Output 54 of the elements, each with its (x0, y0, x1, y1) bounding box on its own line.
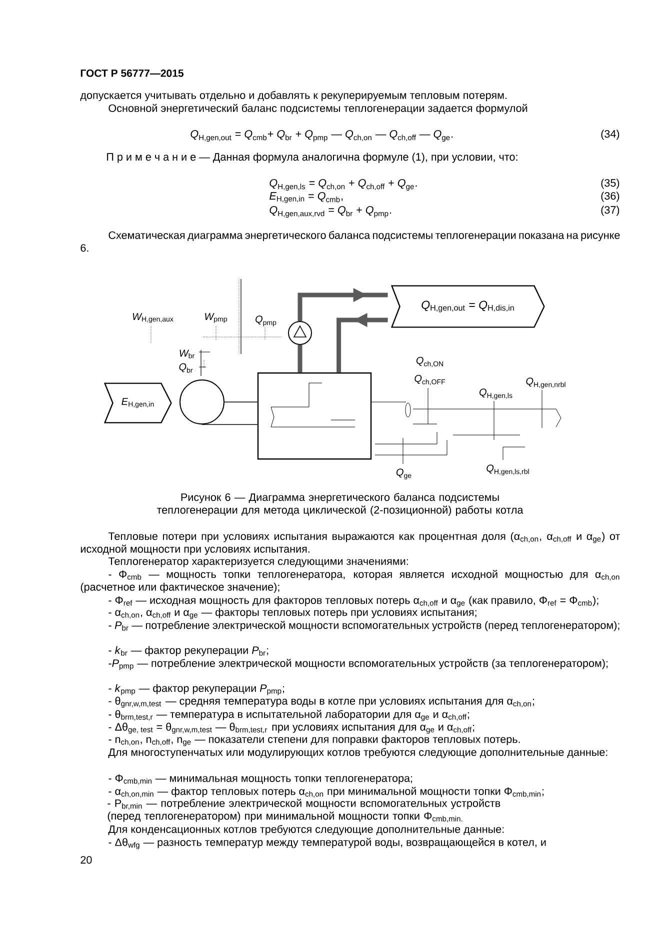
symbol-label: $\textit{Q}_{\text{H,gen,ls}}$ (480, 388, 512, 400)
symbol-label: $\textit{W}_{\text{br}}$ (180, 350, 194, 358)
paragraph: - Δθ$_{wfg}$ — разность температур между температурой воды, возвращающейся в котел, и (108, 838, 546, 850)
paragraph: - Φ$_{cmb,min}$ — минимальная мощность топки теплогенератора; (108, 774, 412, 785)
equation-number: (37) (601, 206, 620, 216)
paragraph: допускается учитывать отдельно и добавлять к рекуперируемым тепловым потерям. (80, 90, 506, 102)
burner-circle (180, 380, 224, 424)
paragraph: Для многоступенчатых или модулирующих котлов требуются следующие дополнительные данные: (108, 748, 608, 758)
paragraph: - α$_{ch,on}$, α$_{ch,off}$ и α$_{ge}$ — факторы тепловых потерь при условиях испытания; (108, 608, 476, 620)
page-header: ГОСТ Р 56777—2015 (80, 69, 184, 77)
pump-symbol (288, 321, 312, 345)
paragraph: Тепловые потери при условиях испытания выражаются как процентная доля (α$_{ch,on}$, α$_{ch,off}$ и α$_{ge}$) от исходной мощности при условиях испытания. (80, 532, 620, 555)
equation-number: (35) (601, 178, 620, 189)
connecting-line (202, 402, 258, 425)
symbol-label: $\textit{W}_{\text{pmp}}$ (205, 313, 227, 323)
symbol-label: $\textit{Q}_{\text{br}}$ (179, 363, 193, 373)
equation-number: (34) (601, 130, 620, 140)
arrow-box: Q$_{H,gen,out}$ = Q$_{H,dis,in}$ (390, 285, 545, 328)
paragraph: - k$_{br}$ — фактор рекуперации P$_{br}$; (108, 646, 268, 656)
paragraph: -P$_{pmp}$ — потребление электрической мощности вспомогательных устройств (за теплогенератором); (108, 658, 608, 670)
formula: $\text{- Δθ}_{\text{ge, test}}\text{ = θ}_{\text{gnr,w,m,test}}\text{ — θ}_{\text{brm,test,r}}$ (108, 722, 268, 734)
paragraph: - n$_{ch,on}$, n$_{ch,off}$, n$_{ge}$ — показатели степени для поправки факторов тепловых потерь. (108, 735, 520, 746)
paragraph: Для конденсационных котлов требуются следующие дополнительные данные: (108, 824, 504, 836)
paragraph: - Φ$_{ref}$ — исходная мощность для факторов тепловых потерь α$_{ch,off}$ и α$_{ge}$ (как правило, Φ$_{ref}$ = Φ$_{cmb}$); (108, 596, 598, 608)
paragraph: - k$_{pmp}$ — фактор рекуперации P$_{pmp}$; (108, 684, 284, 696)
paragraph: — средняя температура воды в котле при условиях испытания для α$_{ch,on}$; (166, 698, 534, 708)
symbol-label: $\textit{Q}_{\text{ch,ON}}$ (416, 356, 443, 368)
formula: $\textit{Q}_{\text{H,gen,aux,rvd}}\text{ = }\textit{Q}_{\text{br}}\text{ + }\textit{Q}_{\text{pmp}}\text{.}$ (270, 206, 392, 218)
paragraph: - Φ$_{cmb}$ — мощность топки теплогенератора, которая является исходной мощностью для α$_{ch,on}$ (расчетное или фактическое значение); (80, 570, 620, 593)
paragraph: Теплогенератор характеризуется следующими значениями: (108, 557, 408, 568)
pipe-arrow (298, 288, 388, 321)
symbol-label: $\textit{Q}_{\text{ch,OFF}}$ (414, 374, 446, 386)
arrow-box: E$_{H,gen,in}$ (104, 382, 172, 424)
symbol-label: $\textit{Q}_{\text{pmp}}$ (256, 316, 276, 326)
formula: $\textit{E}_{\text{H,gen,in}}\text{ = }\textit{Q}_{\text{cmb}}\text{,}$ (270, 192, 343, 203)
boiler-box (257, 372, 372, 460)
symbol-label: $\textit{Q}_{\text{ge}}$ (396, 468, 412, 480)
paragraph: Основной энергетический баланс подсистемы теплогенерации задается формулой (108, 104, 528, 114)
symbol-label: $\textit{W}_{\text{H,gen,aux}}$ (132, 313, 174, 323)
paragraph: - α$_{ch,on,min}$ — фактор тепловых потерь α$_{ch,on}$ при минимальной мощности топки Φ$_{cmb,min}$; (108, 786, 544, 798)
formula: П р и м е ч а н и е — Данная формула аналогична формуле (1), при условии, что: (107, 152, 518, 163)
paragraph: - P$_{br}$ — потребление электрической мощности вспомогательных устройств (перед теплогенератором); (108, 620, 620, 632)
equation-number: (36) (601, 192, 620, 202)
formula: $\textit{Q}_{\text{H,gen,ls}}\text{ = }\textit{Q}_{\text{ch,on}}\text{ + }\textit{Q}_{\text{ch,off}}\text{ + }\textit{Q}_{\text{ge}}\text{.}$ (270, 179, 417, 191)
paragraph: Схематическая диаграмма энергетического баланса подсистемы теплогенерации показана на рисунке 6. (80, 230, 620, 252)
paragraph: - P$_{br,min}$ — потребление электрической мощности вспомогательных устройств (перед теплогенератором) при минимальной мощности топки Φ$_{cmb,min.}$ (108, 798, 500, 822)
paragraph: при условиях испытания для α$_{ge}$ и α$_{ch,off}$; (272, 724, 474, 734)
formula: $\text{- θ}_{\text{gnr,w,m,test}}$ (108, 696, 162, 708)
formula: $\textit{Q}_{\text{H,gen,out}}\text{ = }\textit{Q}_{\text{cmb}}\text{+ }\textit{Q}_{\text{br}}\text{ + }\textit{Q}_{\text{pmp}}\text{ — }\textit{Q}_{\text{ch,on}}\text{ — }\textit{Q}_{\text{ch,off}}\text{ — }\textit{Q}_{\text{ge}}\text{.}$ (190, 130, 453, 142)
figure-caption: Рисунок 6 — Диаграмма энергетического баланса подсистемы теплогенерации для метода циклической (2-позиционной) работы котла (156, 492, 524, 516)
paragraph: - θ$_{brm,test,r}$ — температура в испытательной лаборатории для α$_{ge}$ и α$_{ch,off}$; (108, 710, 469, 722)
symbol-label: $\textit{Q}_{\text{H,gen,nrbl}}$ (526, 378, 566, 388)
symbol-label: $\textit{Q}_{\text{H,gen,ls,rbl}}$ (486, 464, 529, 476)
page-number: 20 (80, 856, 92, 864)
